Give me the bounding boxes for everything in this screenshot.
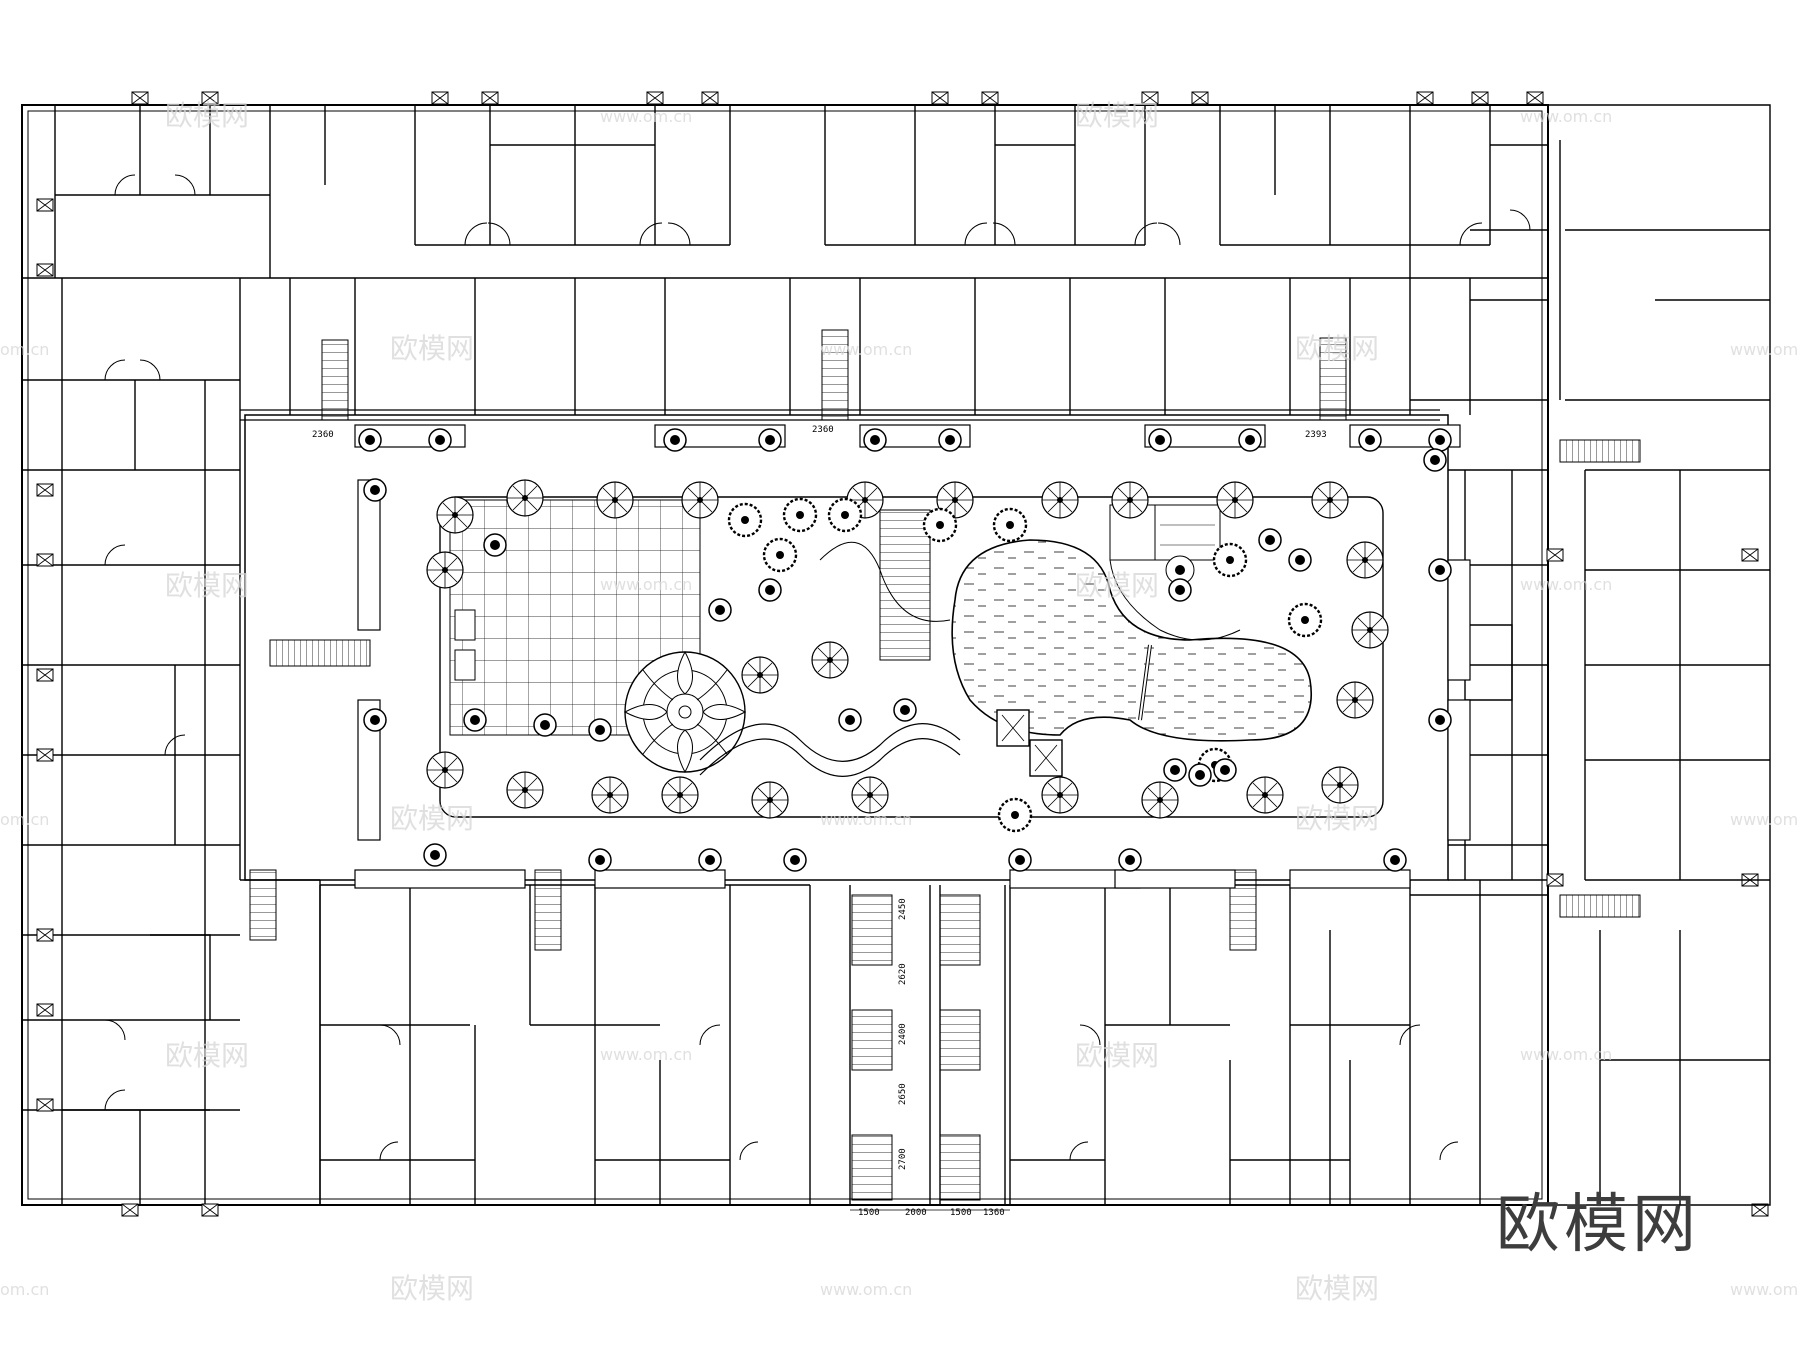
stairwells [249,329,1641,951]
watermark-text: 欧模网 [1295,802,1379,835]
north-wing-rooms [22,105,1570,421]
watermark-url: www.om.cn [600,107,692,126]
door-swings [104,174,1531,1161]
dim-vert-2: 2620 [898,963,908,985]
watermark-url: www.om.cn [1730,1280,1800,1299]
courtyard-garden [439,496,1384,818]
watermarks: 欧模网 www.om.cn 欧模网 www.om.cn om.cn 欧模网 ww… [0,99,1800,1305]
dim-top-2: 2360 [812,425,834,435]
watermark-url: www.om.cn [820,810,912,829]
watermark-url: om.cn [0,1280,49,1299]
dim-top-1: 2360 [312,430,334,440]
watermark-url: www.om.cn [820,1280,912,1299]
central-stairs [851,894,981,1201]
watermark-text: 欧模网 [390,332,474,365]
watermark-text: 欧模网 [165,1039,249,1072]
dim-vert-1: 2450 [898,898,908,920]
watermark-url: www.om.cn [820,340,912,359]
dim-bottom-4: 1360 [983,1208,1005,1218]
watermark-text: 欧模网 [1075,1039,1159,1072]
watermark-text: 欧模网 [1295,1272,1379,1305]
watermark-text: 欧模网 [390,802,474,835]
dim-bottom-3: 1500 [950,1208,972,1218]
east-extension [1548,104,1771,1206]
watermark-text: 欧模网 [1075,99,1159,132]
dim-bottom-1: 1500 [858,1208,880,1218]
watermark-url: www.om.cn [1730,810,1800,829]
watermark-text: 欧模网 [165,99,249,132]
dim-vert-3: 2400 [898,1023,908,1045]
watermark-url: om.cn [0,810,49,829]
watermark-text: 欧模网 [1075,569,1159,602]
dimension-labels: 2360 2360 2393 2450 2620 2400 2650 2700 … [312,425,1327,1218]
watermark-url: www.om.cn [1730,340,1800,359]
watermark-url: www.om.cn [1520,575,1612,594]
watermark-url: www.om.cn [1520,1045,1612,1064]
dim-bottom-2: 2000 [905,1208,927,1218]
watermark-url: www.om.cn [1520,107,1612,126]
brand-logo: 欧模网 [1496,1188,1700,1262]
watermark-text: 欧模网 [1295,332,1379,365]
dim-vert-4: 2650 [898,1083,908,1105]
watermark-text: 欧模网 [165,569,249,602]
watermark-url: www.om.cn [600,575,692,594]
dim-top-3: 2393 [1305,430,1327,440]
watermark-url: om.cn [0,340,49,359]
dim-vert-5: 2700 [898,1148,908,1170]
watermark-url: www.om.cn [600,1045,692,1064]
watermark-text: 欧模网 [390,1272,474,1305]
